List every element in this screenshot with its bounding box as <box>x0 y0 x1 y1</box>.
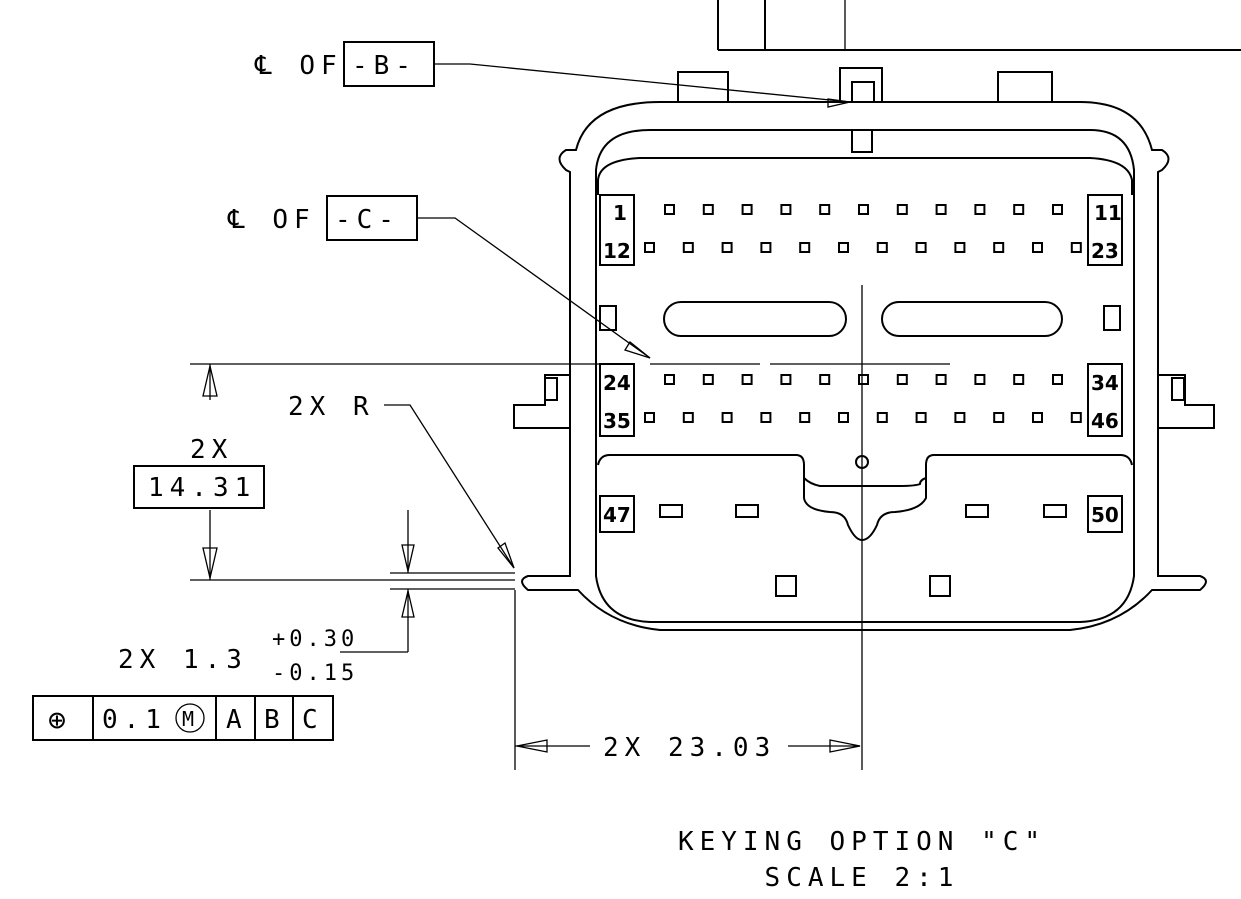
pin-cavity <box>1052 204 1063 215</box>
thickness-value: 2X 1.3 <box>118 645 248 675</box>
pin-cavity <box>819 204 831 215</box>
pin-cavity <box>702 374 714 385</box>
pin-cavity <box>858 374 869 385</box>
pin-cavity <box>799 412 811 423</box>
pin-cavity <box>741 374 753 385</box>
pin-cavity <box>644 242 655 253</box>
pin-cavity <box>876 242 888 253</box>
pin-label-boxes <box>599 194 1123 533</box>
pin-label-46: 46 <box>1091 409 1119 433</box>
pin-cavity <box>819 374 831 385</box>
position-tolerance-icon: ⊕ <box>48 703 66 738</box>
height-qty: 2X <box>190 435 233 465</box>
fcf-datum-c: C <box>302 705 324 735</box>
top-latches <box>677 67 1053 103</box>
pin-cavity <box>858 204 869 215</box>
pin-cavity <box>1070 412 1082 423</box>
pin-cavity <box>644 412 655 423</box>
height-dimension <box>133 363 600 581</box>
pin-cavity <box>993 412 1005 423</box>
datum-c-box: -C- <box>335 205 400 235</box>
pin-cavity <box>838 412 849 423</box>
pin-cavity <box>760 412 772 423</box>
pin-cavity <box>721 242 733 253</box>
pin-cavity <box>896 204 908 215</box>
center-lines <box>650 285 950 770</box>
thickness-upper-tol: +0.30 <box>272 627 358 652</box>
title-block-fragment <box>717 0 1241 51</box>
height-value: 14.31 <box>148 473 256 503</box>
pin-cavity <box>799 242 811 253</box>
pin-cavity <box>1013 204 1025 215</box>
max-material-modifier-icon <box>175 703 205 733</box>
pin-label-24: 24 <box>603 371 631 395</box>
pin-cavity <box>935 374 947 385</box>
datum-c-prefix: ℄ OF <box>227 205 316 235</box>
pin-cavities <box>644 204 1082 423</box>
width-value: 2X 23.03 <box>603 733 776 763</box>
pin-label-50: 50 <box>1091 503 1119 527</box>
pin-cavity <box>915 242 927 253</box>
pin-cavity <box>974 374 986 385</box>
pin-cavity <box>1032 242 1043 253</box>
fcf-modifier: M <box>182 707 194 731</box>
pin-cavity <box>780 374 792 385</box>
pin-cavity <box>876 412 888 423</box>
pin-cavity <box>1052 374 1063 385</box>
pin-label-11: 11 <box>1094 201 1122 225</box>
datum-c-callout <box>326 195 651 359</box>
pin-cavity <box>935 204 947 215</box>
pin-cavity <box>1032 412 1043 423</box>
pin-cavity <box>993 242 1005 253</box>
feature-control-frame <box>32 695 334 741</box>
pin-label-47: 47 <box>603 503 631 527</box>
connector-housing <box>513 101 1215 631</box>
radius-label: 2X R <box>288 392 375 422</box>
pin-cavity <box>664 204 675 215</box>
pin-cavity <box>682 242 694 253</box>
thickness-lower-tol: -0.15 <box>272 661 358 686</box>
datum-b-callout <box>343 41 851 108</box>
pin-label-12: 12 <box>603 239 631 263</box>
pin-cavity <box>1013 374 1025 385</box>
pin-label-34: 34 <box>1091 371 1119 395</box>
pin-cavity <box>702 204 714 215</box>
pin-cavity <box>780 204 792 215</box>
pin-cavity <box>896 374 908 385</box>
view-title: KEYING OPTION "C" <box>678 827 1046 857</box>
radius-callout <box>384 404 515 569</box>
pin-label-35: 35 <box>603 409 631 433</box>
thickness-dimension <box>340 510 515 653</box>
pin-cavity <box>954 412 966 423</box>
pin-label-23: 23 <box>1091 239 1119 263</box>
datum-b-prefix: ℄ OF <box>254 51 343 81</box>
pin-cavity <box>974 204 986 215</box>
pin-cavity <box>664 374 675 385</box>
datum-b-box: -B- <box>352 51 417 81</box>
pin-cavity <box>915 412 927 423</box>
fcf-datum-a: A <box>226 705 248 735</box>
pin-cavity <box>838 242 849 253</box>
pin-cavity <box>721 412 733 423</box>
pin-cavity <box>954 242 966 253</box>
pin-cavity <box>1070 242 1082 253</box>
view-scale: SCALE 2:1 <box>765 863 960 893</box>
pin-label-1: 1 <box>613 201 627 225</box>
width-dimension <box>514 590 861 770</box>
pin-cavity <box>682 412 694 423</box>
pin-cavity <box>760 242 772 253</box>
fcf-tolerance: 0.1 <box>102 705 167 735</box>
fcf-datum-b: B <box>264 705 286 735</box>
pin-cavity <box>741 204 753 215</box>
